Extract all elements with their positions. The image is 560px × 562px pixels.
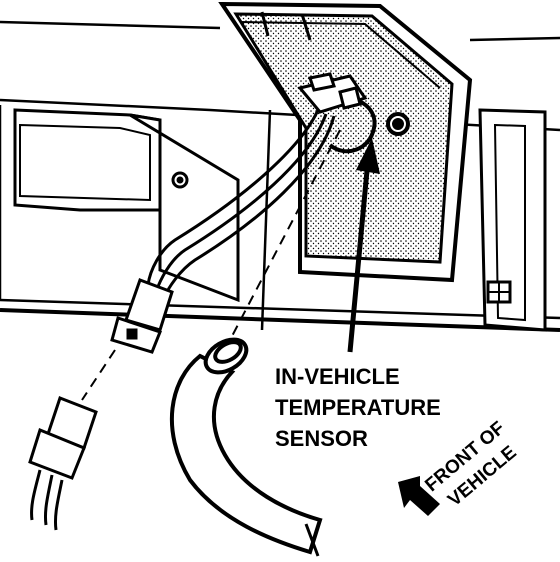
inline-connector — [110, 278, 174, 354]
wire-harness — [146, 109, 336, 299]
leader-lines — [81, 129, 341, 401]
right-bracket — [478, 108, 547, 332]
aspirator-hose — [169, 337, 323, 557]
direction-arrow-icon — [398, 476, 440, 516]
sensor-connector — [297, 72, 368, 114]
loose-plug — [28, 396, 98, 531]
label-line-2: TEMPERATURE — [275, 395, 441, 420]
left-panel — [13, 108, 240, 303]
callout-arrow — [347, 138, 380, 353]
dash-panel — [0, 20, 560, 332]
sensor-housing — [218, 1, 473, 283]
front-of-vehicle-indicator: FRONT OF VEHICLE — [398, 418, 521, 516]
label-line-3: SENSOR — [275, 426, 368, 451]
sensor-label: IN-VEHICLE TEMPERATURE SENSOR — [275, 364, 441, 451]
label-line-1: IN-VEHICLE — [275, 364, 400, 389]
